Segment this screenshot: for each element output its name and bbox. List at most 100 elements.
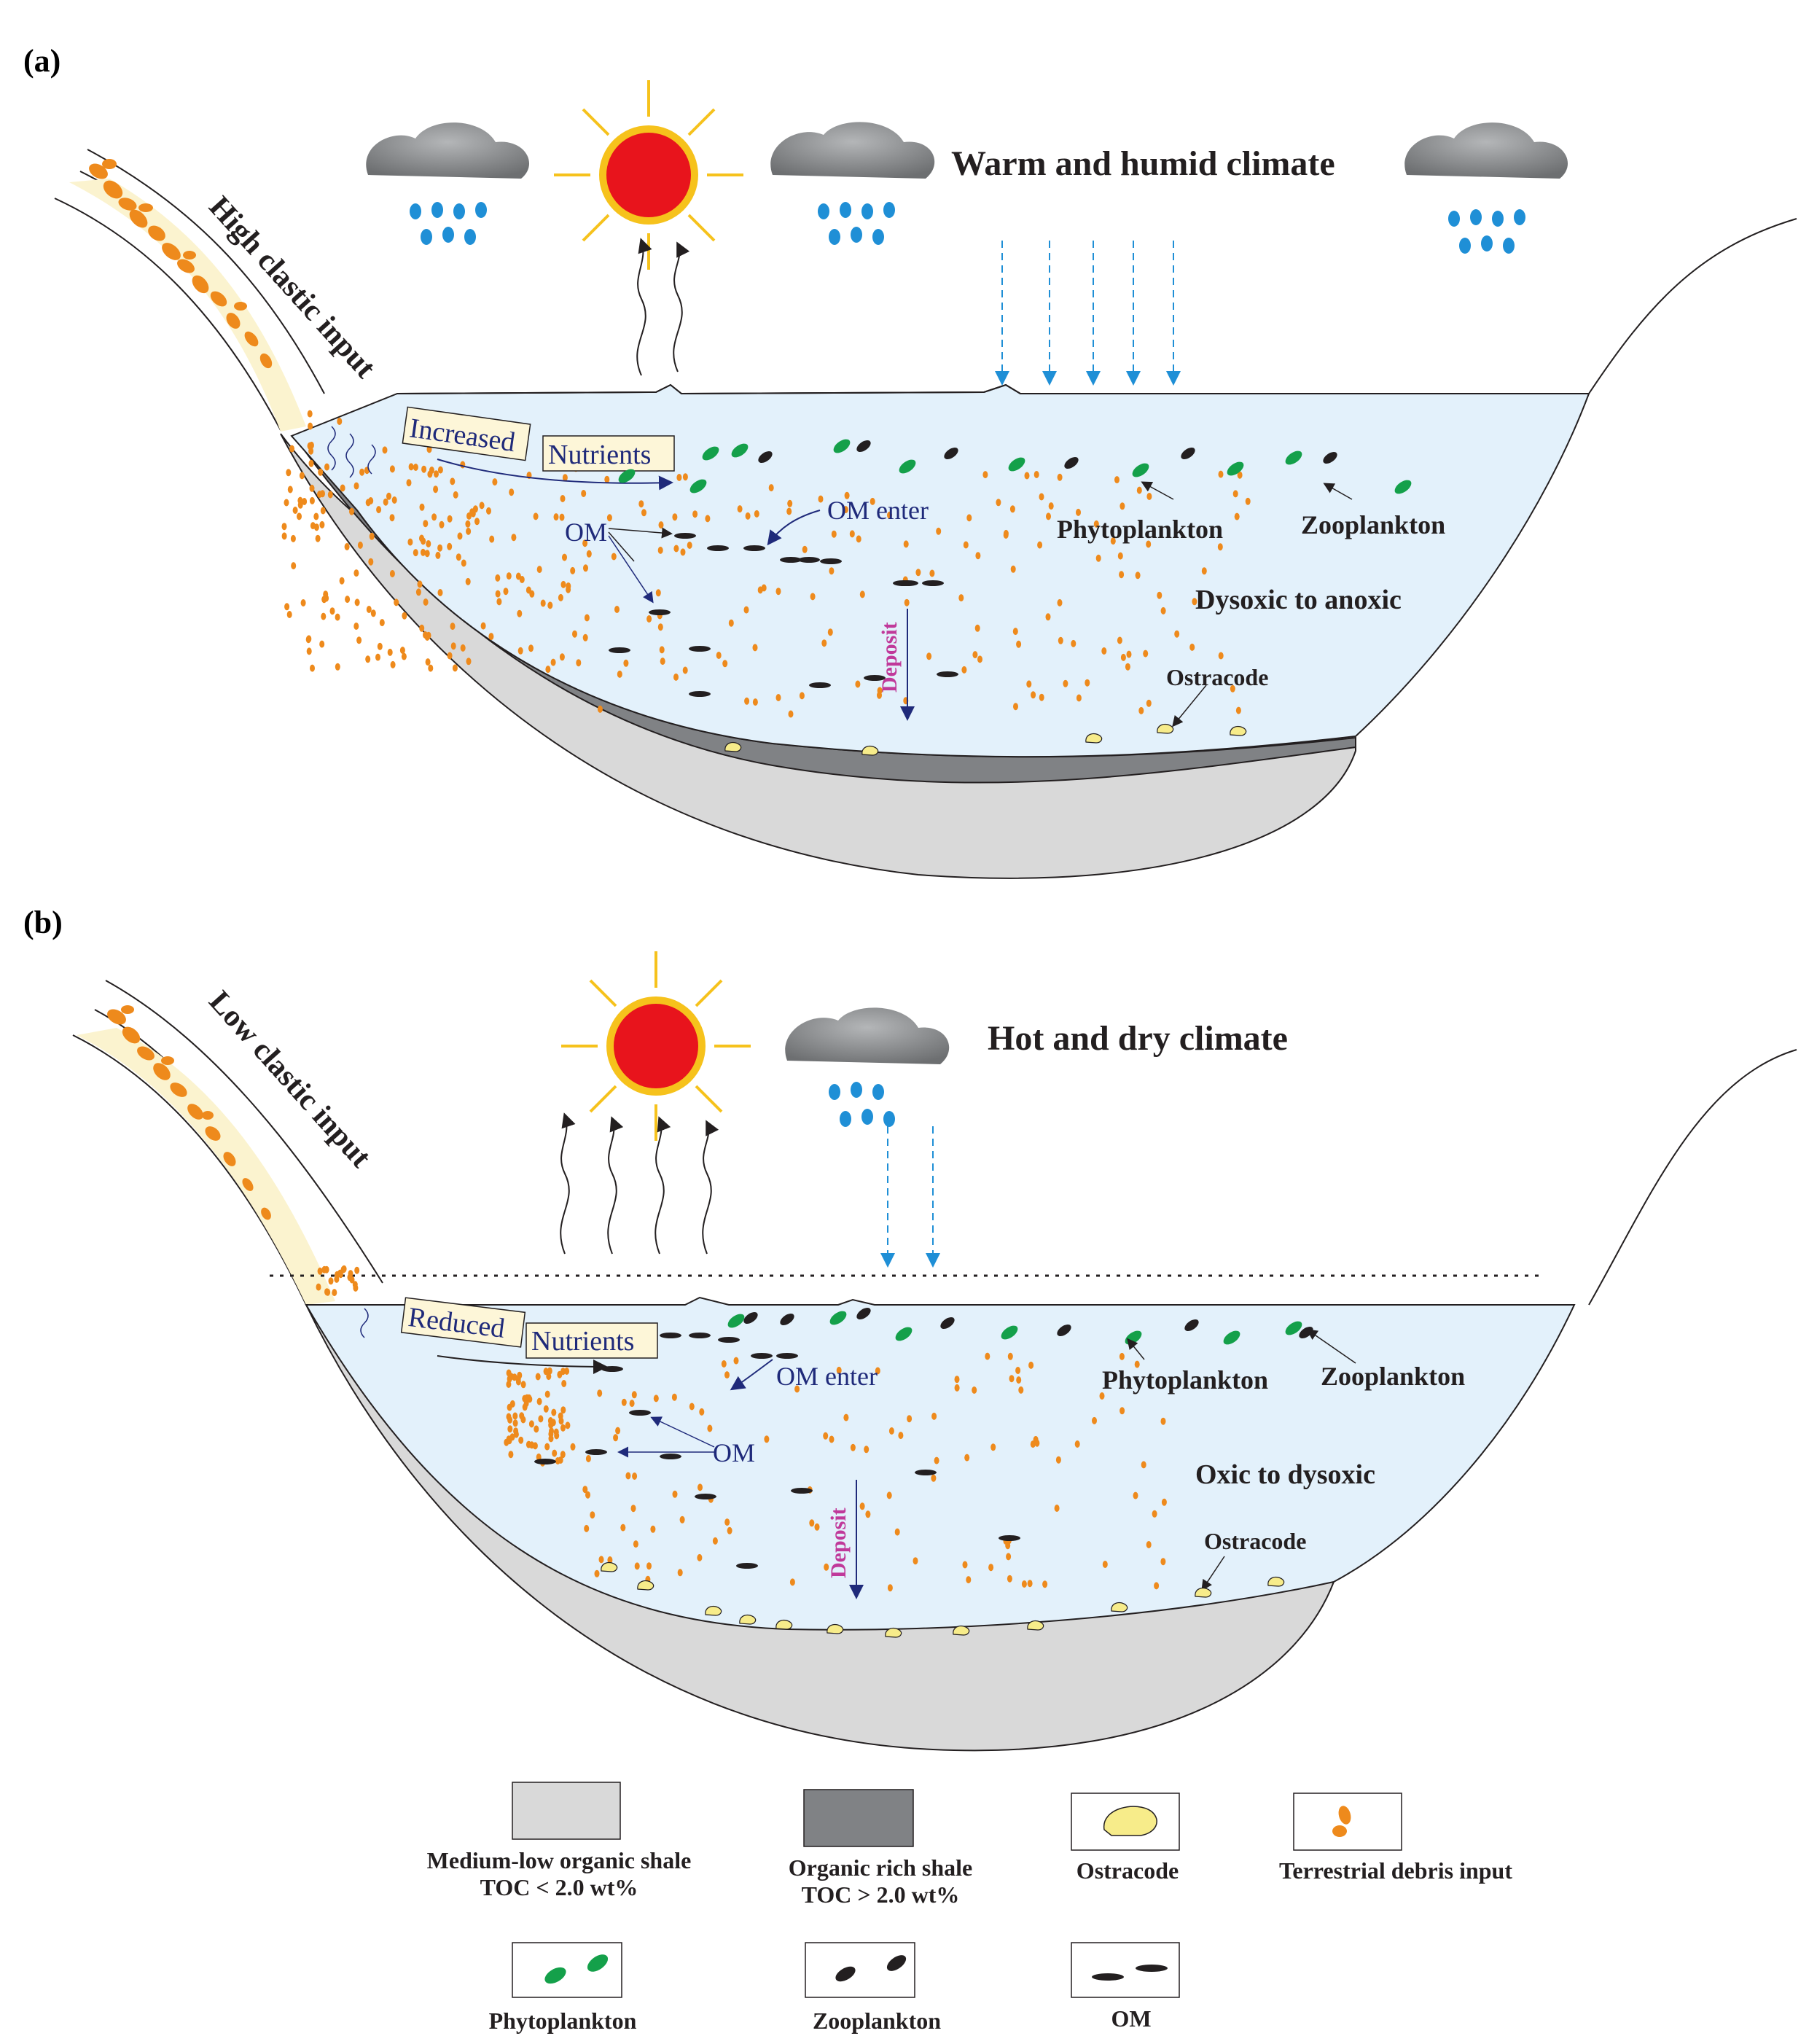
particle-dot <box>1143 650 1149 658</box>
particle-dot <box>408 463 414 471</box>
particle-dot <box>680 548 686 556</box>
om-dash <box>937 671 958 677</box>
particle-dot <box>299 472 305 480</box>
particle-dot <box>281 523 287 531</box>
particle-dot <box>722 660 728 668</box>
particle-dot <box>894 1528 900 1536</box>
particle-dot <box>1039 493 1044 501</box>
particle-dot <box>369 532 375 540</box>
particle-dot <box>319 520 325 528</box>
particle-dot <box>466 658 472 666</box>
ostracode-label: Ostracode <box>1166 664 1268 690</box>
particle-dot <box>308 459 314 467</box>
zooplankton-cell <box>743 1312 758 1324</box>
phytoplankton-cell <box>895 1327 913 1341</box>
rain-icon <box>818 202 895 245</box>
particle-dot <box>1189 643 1195 651</box>
legend: Medium-low organic shale TOC < 2.0 wt% O… <box>427 1782 1512 2034</box>
particle-dot <box>982 471 988 479</box>
particle-dot <box>1141 1461 1146 1469</box>
particle-dot <box>383 498 388 506</box>
ostracode-shell <box>1157 723 1174 734</box>
phytoplankton-cell <box>1394 480 1412 494</box>
deposit-label: Deposit <box>827 1507 851 1578</box>
particle-dot <box>687 542 692 549</box>
particle-dot <box>972 1386 977 1394</box>
ostracode-shell <box>637 1580 654 1591</box>
particle-dot <box>354 1266 360 1274</box>
zooplankton-cell <box>1184 1319 1199 1331</box>
particle-dot <box>352 1281 358 1289</box>
ostracode-shell <box>724 741 742 752</box>
particle-dot <box>465 577 471 585</box>
particle-dot <box>743 606 749 614</box>
particle-dot <box>1126 650 1132 658</box>
particle-dot <box>553 513 559 521</box>
ostracode-shell <box>1230 725 1247 736</box>
particle-dot <box>286 611 292 618</box>
particle-dot <box>977 655 982 663</box>
panel-b: Reduced Nutrients (b) Hot and dry climat… <box>23 905 1797 1752</box>
increased-nutrients-label: Increased Nutrients <box>402 406 675 472</box>
particle-dot <box>428 664 434 672</box>
ostracode-shell <box>739 1614 757 1625</box>
particle-dot <box>611 553 617 561</box>
particle-dot <box>327 491 333 499</box>
particle-dot <box>809 1519 815 1527</box>
particle-dot <box>324 463 329 471</box>
particle-dot <box>565 1421 571 1429</box>
particle-dot <box>582 1486 588 1494</box>
particle-dot <box>582 539 588 547</box>
rain-icon <box>829 1082 895 1127</box>
particle-dot <box>623 659 629 667</box>
particle-dot <box>419 624 425 632</box>
zooplankton-cell <box>1323 452 1337 464</box>
particle-dot <box>533 512 539 520</box>
particle-dot <box>291 562 297 570</box>
particle-dot <box>415 588 421 596</box>
particle-dot <box>488 633 494 641</box>
particle-dot <box>655 589 661 597</box>
particle-dot <box>727 1526 732 1534</box>
particle-dot <box>1161 1498 1167 1506</box>
particle-dot <box>1114 476 1119 484</box>
particle-dot <box>829 567 835 575</box>
om-dash <box>649 609 671 615</box>
particle-dot <box>877 691 882 699</box>
particle-dot <box>1099 1392 1105 1400</box>
particle-dot <box>728 619 734 627</box>
ostracode-shell <box>601 1561 618 1572</box>
particle-dot <box>506 1369 512 1377</box>
om-dash <box>809 682 831 688</box>
particle-dot <box>1024 472 1030 480</box>
particle-dot <box>437 466 443 474</box>
om-label: OM <box>565 518 607 547</box>
particle-dot <box>401 652 407 660</box>
particle-dot <box>495 574 501 582</box>
particle-dot <box>309 484 315 492</box>
particle-dot <box>1031 691 1036 699</box>
particle-dot <box>915 569 921 577</box>
particle-dot <box>585 1455 591 1462</box>
om-particles-b <box>534 1333 1020 1569</box>
particle-dot <box>426 540 431 547</box>
particle-dot <box>509 1400 515 1408</box>
zooplankton-cell <box>1057 1325 1071 1336</box>
reduced-nutrients-label: Reduced Nutrients <box>400 1297 658 1359</box>
phytoplankton-label: Phytoplankton <box>1057 515 1223 544</box>
sun-icon <box>554 80 743 270</box>
particle-dot <box>447 515 453 523</box>
particle-dot <box>1152 1510 1157 1518</box>
ostracode-shell <box>1085 733 1103 744</box>
particle-dot <box>340 1265 346 1273</box>
legend-label: Medium-low organic shale <box>427 1847 692 1873</box>
particle-dot <box>413 464 418 471</box>
particle-dot <box>460 644 466 652</box>
particle-dot <box>584 614 590 622</box>
box-label: Nutrients <box>548 440 651 470</box>
terrestrial-debris-b <box>107 1005 271 1220</box>
particle-dot <box>824 1563 829 1571</box>
phytoplankton-b <box>727 1311 1302 1345</box>
om-dash <box>864 675 886 681</box>
particle-dot <box>357 541 363 549</box>
